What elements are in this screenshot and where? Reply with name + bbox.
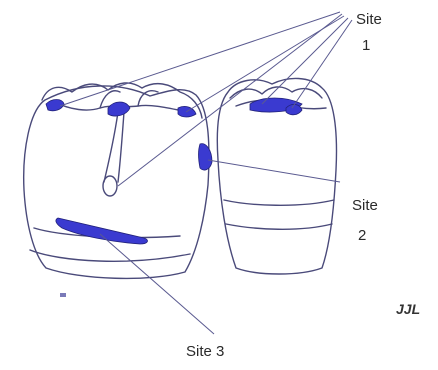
right-premolar-cervical [224, 200, 334, 229]
leader-site3 [100, 234, 214, 334]
leader-lines [60, 12, 352, 334]
right-premolar-occlusal [230, 87, 322, 98]
author-initials: JJL [396, 301, 420, 317]
site2-word-label: Site [352, 197, 378, 214]
leader-site1-c [186, 16, 344, 112]
lesion-site3-cervical [56, 218, 148, 244]
leader-site2 [208, 160, 340, 182]
site1-word-label: Site [356, 11, 382, 28]
lesion-site1-left-fissure [108, 102, 130, 116]
left-molar-buccal-pit [103, 176, 117, 196]
leader-site1-e [292, 20, 352, 108]
lesions [46, 98, 302, 244]
leader-site1-a [60, 12, 340, 106]
lesion-site2-proximal [199, 144, 213, 170]
left-molar-buccal-groove [104, 112, 124, 182]
leader-site1-d [262, 18, 348, 104]
site3-label: Site 3 [186, 343, 224, 360]
site2-number-label: 2 [358, 227, 366, 244]
site1-number-label: 1 [362, 37, 370, 54]
corner-mark [60, 293, 66, 297]
leader-site1-b [118, 14, 342, 186]
